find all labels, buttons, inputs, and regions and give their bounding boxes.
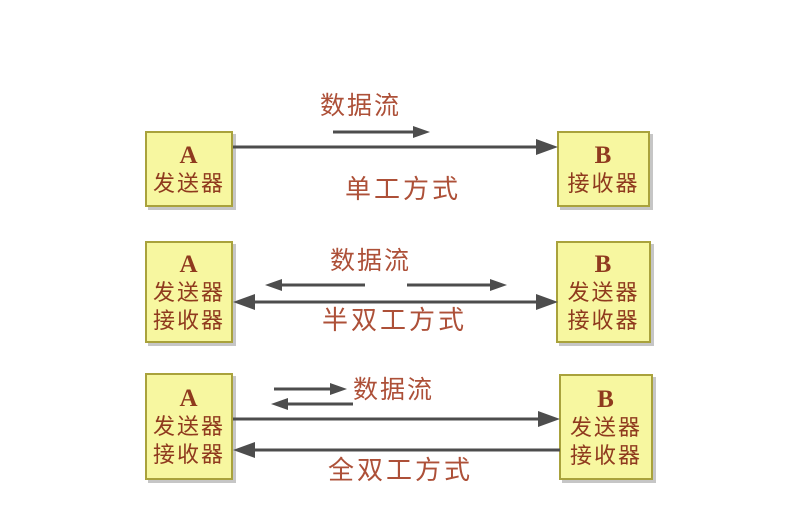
box-letter: B bbox=[597, 385, 615, 413]
box-letter: A bbox=[179, 250, 199, 278]
box-role: 接收器 bbox=[152, 307, 225, 333]
arrow-line bbox=[233, 417, 548, 421]
arrow-line bbox=[274, 387, 335, 391]
arrowhead-right-icon bbox=[490, 279, 507, 291]
box-role: 接收器 bbox=[569, 442, 642, 468]
half-duplex-flow-label: 数据流 bbox=[330, 248, 412, 275]
arrowhead-left-icon bbox=[271, 398, 288, 410]
box-role: 发送器 bbox=[152, 279, 225, 305]
arrowhead-right-icon bbox=[413, 126, 430, 138]
box-letter: B bbox=[594, 141, 613, 169]
arrow-line bbox=[245, 300, 546, 304]
box-role: 发送器 bbox=[567, 279, 640, 305]
full-duplex-main-arrow-left bbox=[233, 441, 560, 459]
full-duplex-mode-label: 全双工方式 bbox=[328, 456, 474, 485]
arrow-line bbox=[283, 402, 353, 406]
arrow-line bbox=[277, 283, 365, 287]
arrow-line bbox=[233, 145, 546, 149]
arrowhead-right-icon bbox=[536, 139, 558, 155]
simplex-box-b: B 接收器 bbox=[557, 131, 650, 207]
simplex-main-arrow bbox=[233, 138, 558, 156]
simplex-flow-label: 数据流 bbox=[320, 93, 402, 120]
half-duplex-small-arrow-right bbox=[407, 278, 507, 292]
arrowhead-right-icon bbox=[536, 294, 558, 310]
arrowhead-right-icon bbox=[330, 383, 347, 395]
box-role: 发送器 bbox=[152, 170, 225, 196]
box-role: 接收器 bbox=[567, 307, 640, 333]
arrow-line bbox=[333, 130, 418, 134]
half-duplex-box-a: A 发送器 接收器 bbox=[145, 241, 233, 343]
box-role: 接收器 bbox=[152, 442, 225, 467]
full-duplex-small-arrow-left bbox=[271, 397, 353, 411]
half-duplex-mode-label: 半双工方式 bbox=[322, 306, 468, 335]
arrow-line bbox=[407, 283, 495, 287]
simplex-box-a: A 发送器 bbox=[145, 131, 233, 207]
arrow-line bbox=[245, 448, 560, 452]
arrowhead-left-icon bbox=[233, 294, 255, 310]
full-duplex-box-b: B 发送器 接收器 bbox=[559, 374, 653, 480]
full-duplex-box-a: A 发送器 接收器 bbox=[145, 373, 233, 480]
full-duplex-main-arrow-right bbox=[233, 410, 560, 428]
half-duplex-box-b: B 发送器 接收器 bbox=[556, 241, 651, 343]
box-role: 发送器 bbox=[152, 414, 225, 439]
box-letter: A bbox=[179, 141, 199, 169]
full-duplex-small-arrow-right bbox=[274, 382, 347, 396]
arrowhead-left-icon bbox=[233, 442, 255, 458]
box-letter: A bbox=[179, 385, 199, 412]
arrowhead-left-icon bbox=[265, 279, 282, 291]
simplex-small-arrow-right bbox=[333, 125, 430, 139]
box-role: 接收器 bbox=[567, 170, 640, 196]
full-duplex-flow-label: 数据流 bbox=[353, 377, 435, 404]
simplex-mode-label: 单工方式 bbox=[345, 175, 462, 204]
box-letter: B bbox=[594, 250, 613, 278]
half-duplex-small-arrow-left bbox=[265, 278, 365, 292]
half-duplex-main-arrow bbox=[233, 293, 558, 311]
box-role: 发送器 bbox=[569, 414, 642, 440]
arrowhead-right-icon bbox=[538, 411, 560, 427]
